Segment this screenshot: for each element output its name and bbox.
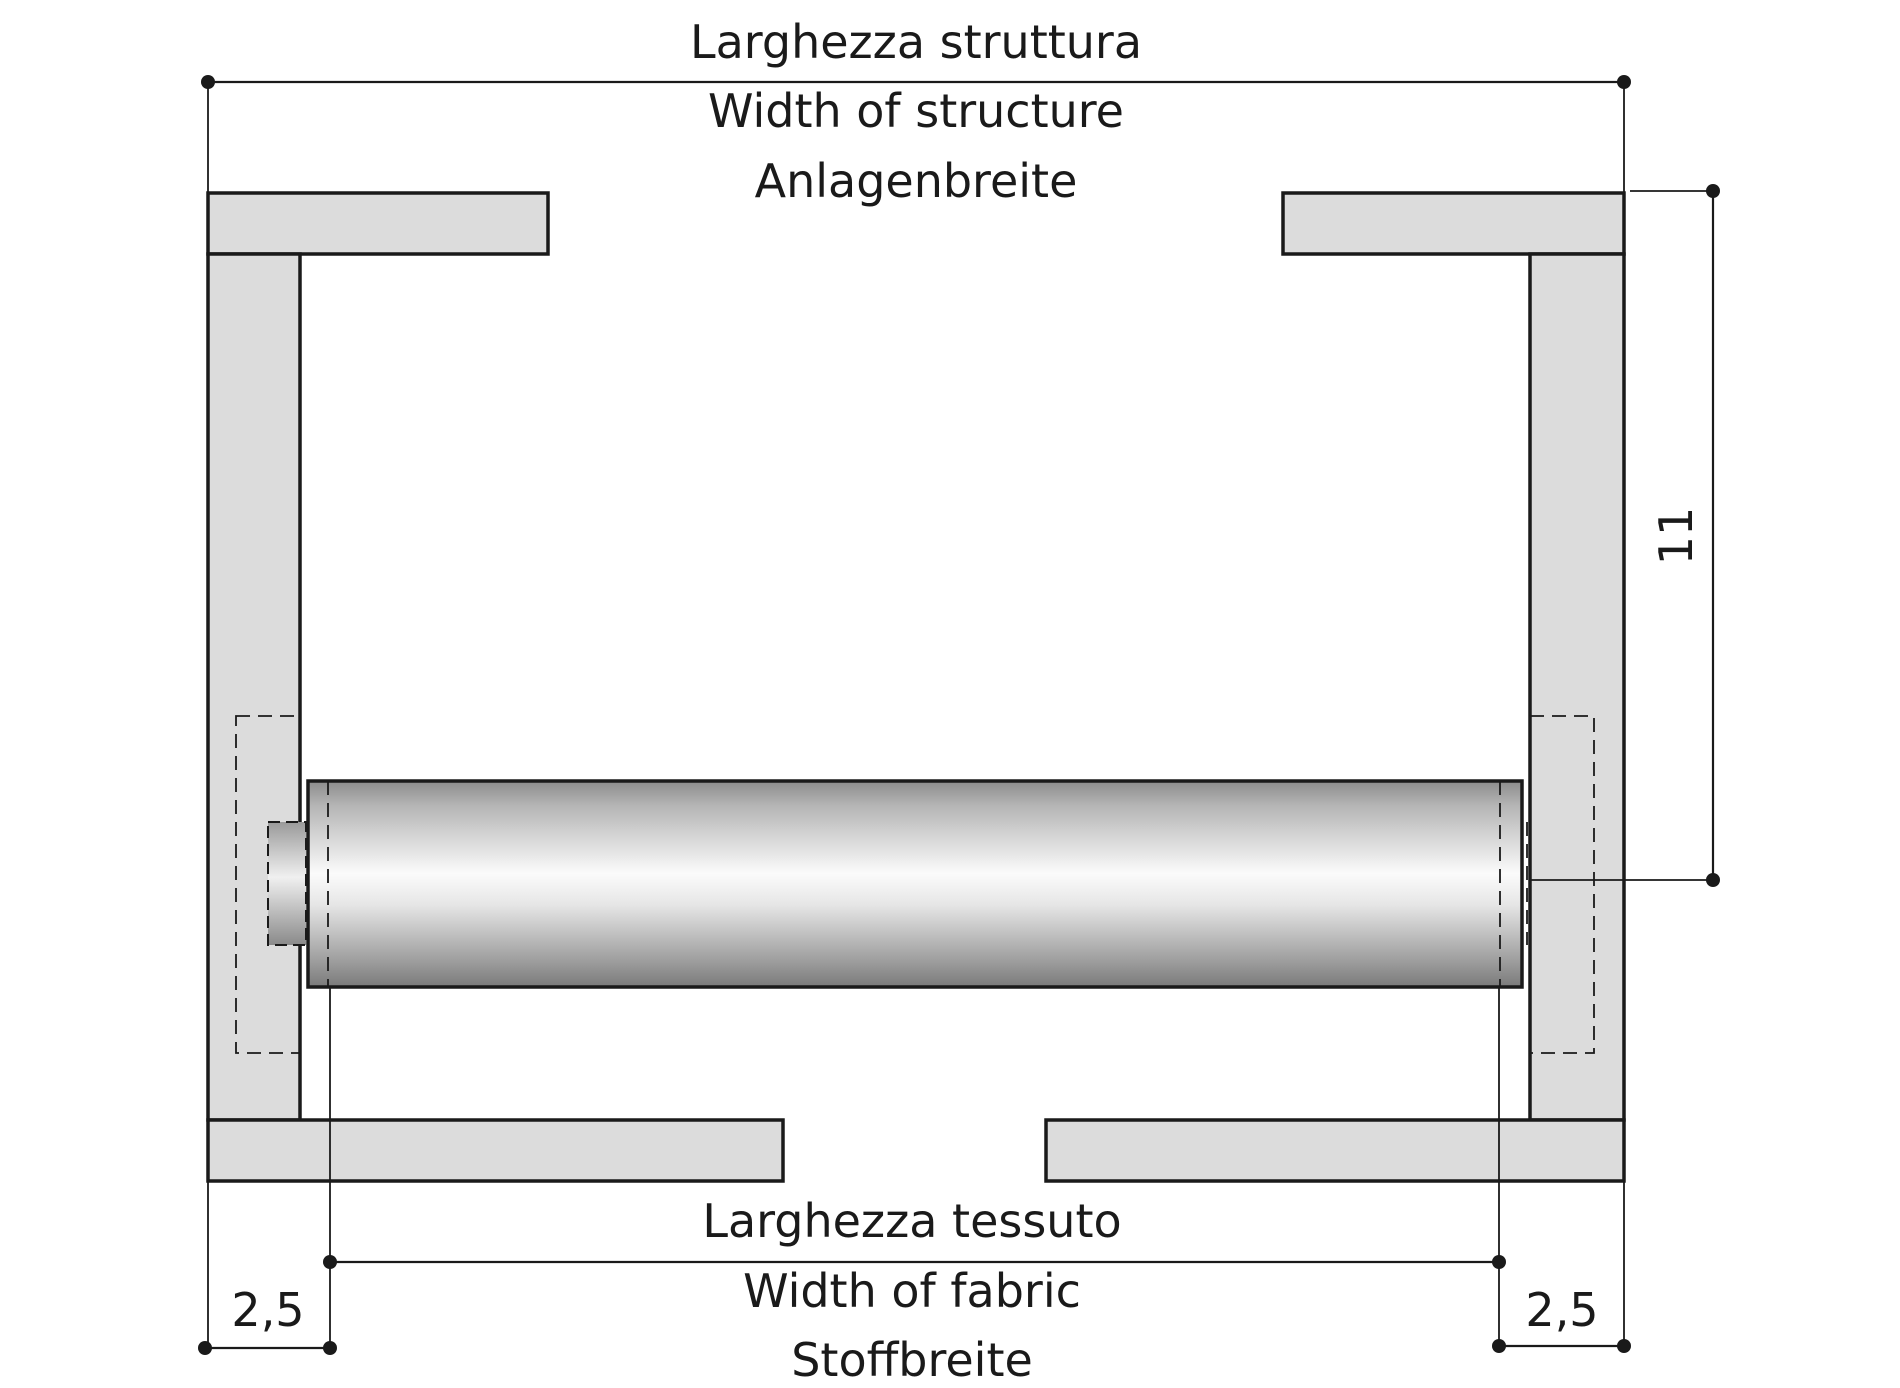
- right-offset-dot-right: [1617, 1339, 1631, 1353]
- height-dimension-label: 11: [1649, 507, 1703, 566]
- right-bracket-outline: [1529, 715, 1595, 1054]
- height-dot-bottom: [1706, 873, 1720, 887]
- structure-width-label-it: Larghezza struttura: [690, 15, 1142, 69]
- right-offset-dot-left: [1492, 1339, 1506, 1353]
- top-left-rail: [206, 191, 550, 256]
- fabric-width-dot-right: [1492, 1255, 1506, 1269]
- fabric-width-label-it: Larghezza tessuto: [702, 1194, 1121, 1248]
- structure-width-label-de: Anlagenbreite: [755, 154, 1078, 208]
- right-side-post: [1528, 252, 1626, 1122]
- bottom-right-rail: [1044, 1118, 1626, 1183]
- top-right-rail: [1281, 191, 1626, 256]
- fabric-width-label-de: Stoffbreite: [791, 1333, 1033, 1387]
- bottom-left-rail: [206, 1118, 785, 1183]
- height-dot-top: [1706, 184, 1720, 198]
- structure-width-dot-right: [1617, 75, 1631, 89]
- left-side-post: [206, 252, 302, 1122]
- left-offset-label: 2,5: [231, 1283, 304, 1337]
- left-axle-pin: [267, 821, 307, 946]
- left-offset-dot-right: [323, 1341, 337, 1355]
- left-offset-dot-left: [198, 1341, 212, 1355]
- fabric-width-dot-left: [323, 1255, 337, 1269]
- right-offset-label: 2,5: [1525, 1283, 1598, 1337]
- structure-width-label-en: Width of structure: [708, 84, 1124, 138]
- fabric-width-label-en: Width of fabric: [743, 1264, 1081, 1318]
- structure-width-dot-left: [201, 75, 215, 89]
- roller-tube: [306, 779, 1524, 989]
